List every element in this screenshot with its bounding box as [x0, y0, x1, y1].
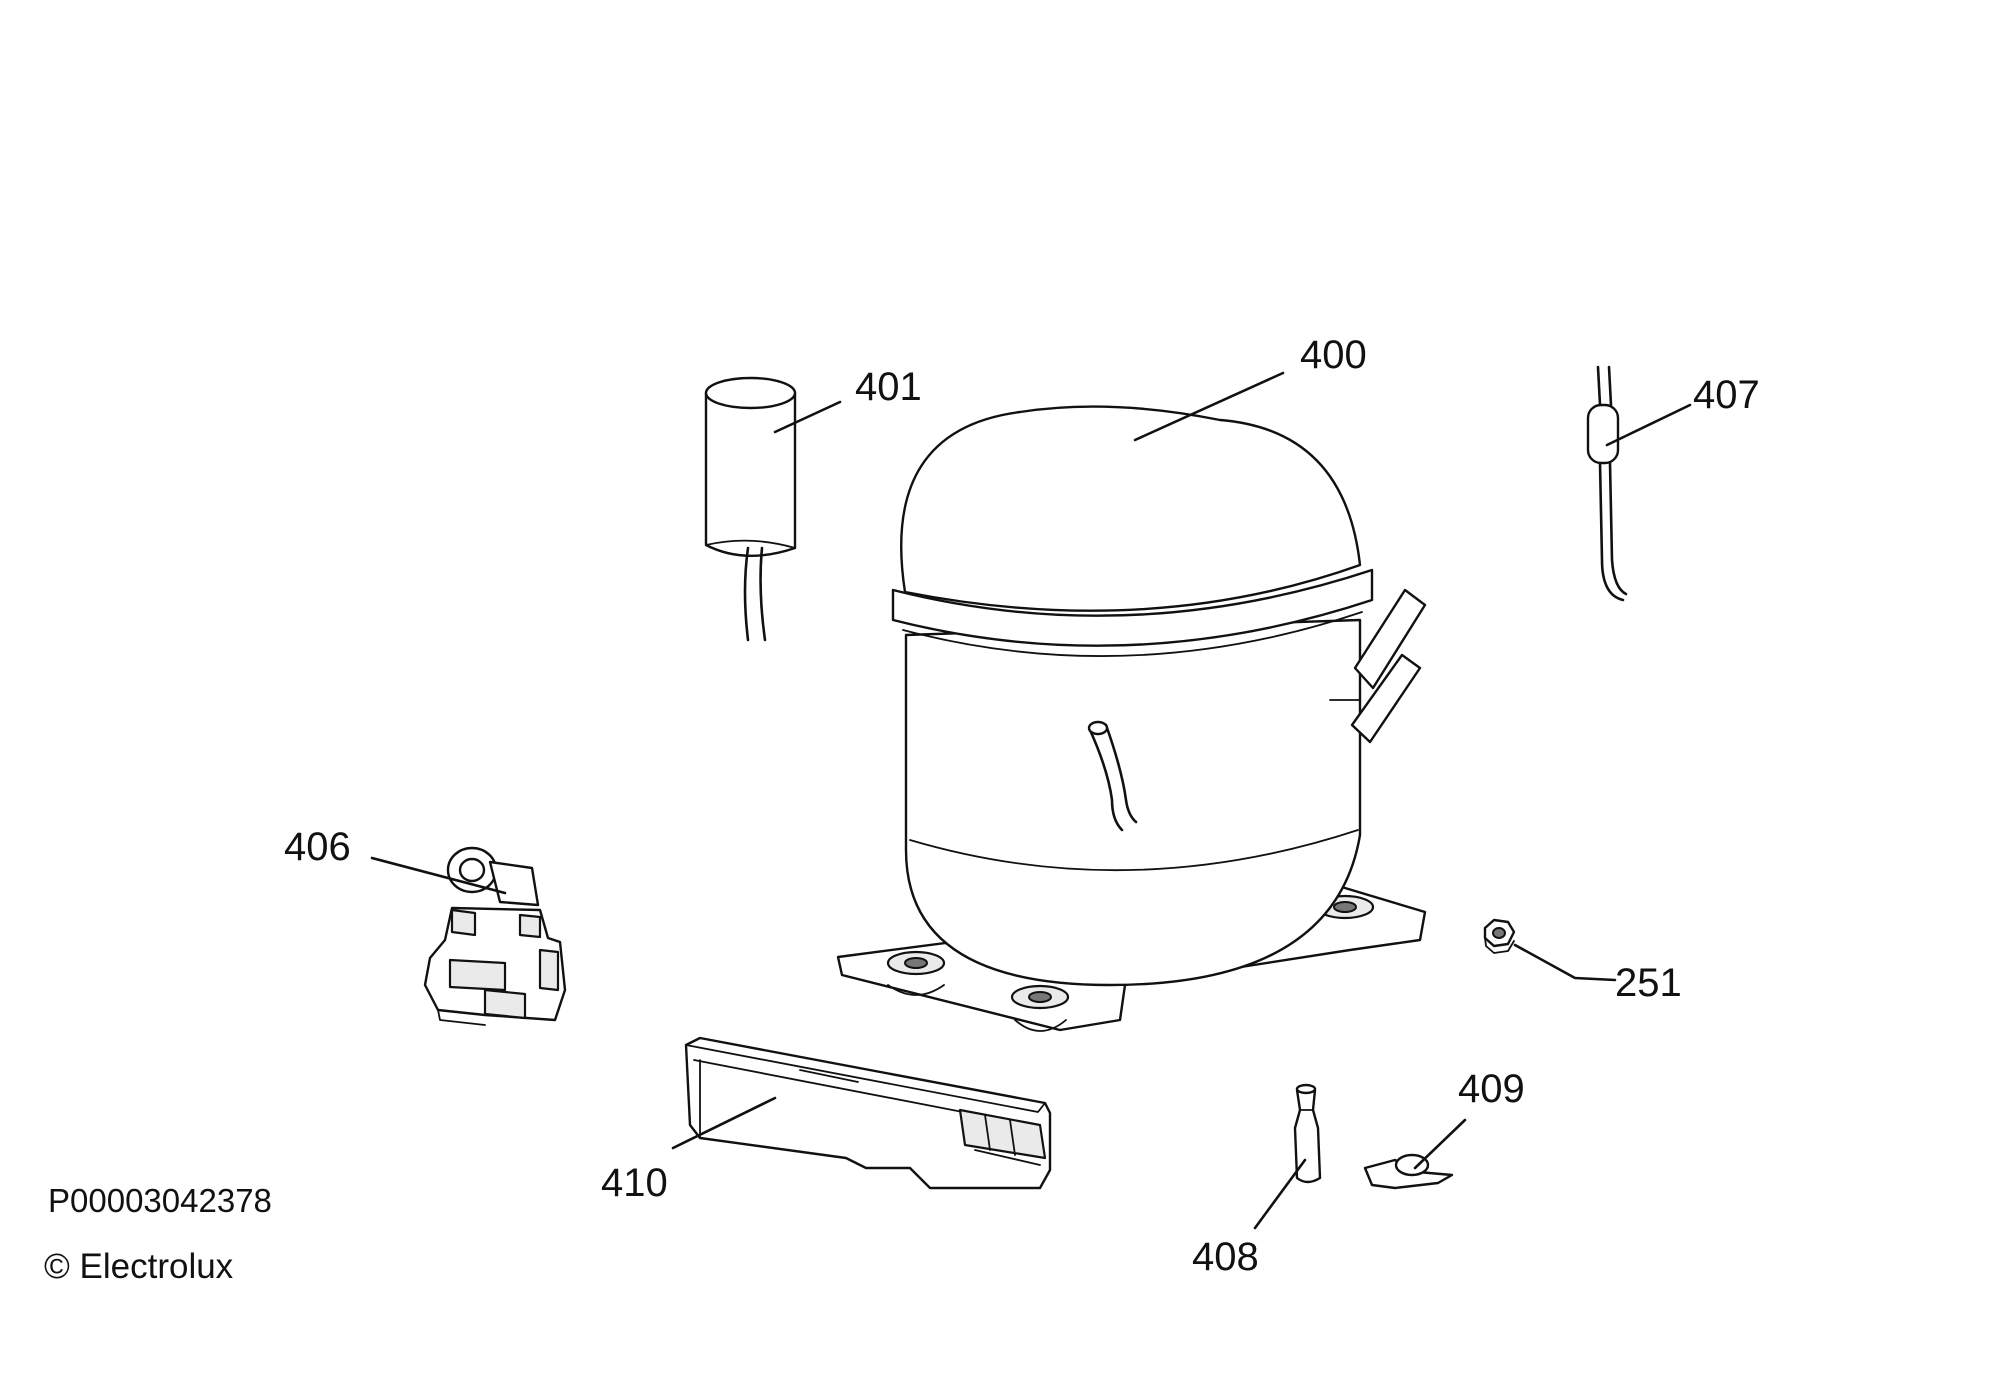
callout-label-251: 251	[1615, 961, 1682, 1005]
process-tube-icon	[1293, 1083, 1322, 1184]
relay-icon	[423, 846, 567, 1026]
compressor-icon	[836, 405, 1427, 1032]
callout-label-408: 408	[1192, 1235, 1259, 1279]
callout-label-407: 407	[1693, 373, 1760, 417]
leader-line-407	[1605, 403, 1692, 447]
callout-label-401: 401	[855, 365, 922, 409]
leader-line-400	[1133, 371, 1285, 442]
callout-label-409: 409	[1458, 1067, 1525, 1111]
leader-line-251	[1513, 943, 1617, 982]
capacitor-icon	[704, 376, 797, 642]
callout-label-400: 400	[1300, 333, 1367, 377]
copyright-notice: © Electrolux	[44, 1247, 234, 1286]
thermal-protector-icon	[1586, 365, 1628, 602]
nut-icon	[1483, 918, 1516, 954]
terminal-cover-icon	[684, 1036, 1052, 1190]
callout-label-410: 410	[601, 1161, 668, 1205]
leader-line-408	[1253, 1158, 1307, 1230]
clip-icon	[1363, 1153, 1454, 1190]
leader-line-410	[671, 1096, 777, 1150]
image-code: P00003042378	[48, 1182, 272, 1219]
callout-label-406: 406	[284, 825, 351, 869]
leader-line-406	[370, 856, 507, 895]
leader-line-401	[773, 400, 842, 434]
leader-line-409	[1413, 1118, 1467, 1170]
